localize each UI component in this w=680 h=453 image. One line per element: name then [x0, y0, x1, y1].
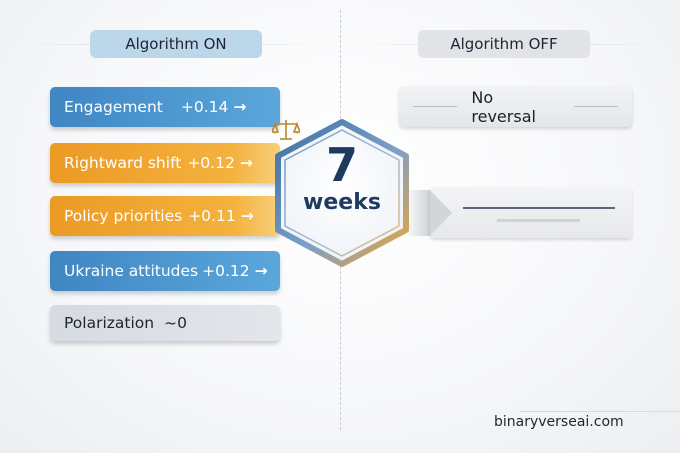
- effect-ukraine-attitudes: Ukraine attitudes +0.12 →: [50, 251, 280, 291]
- effect-label: Ukraine attitudes: [64, 262, 199, 280]
- arrow-right-icon: →: [239, 154, 253, 172]
- algorithm-off-header: Algorithm OFF: [418, 30, 590, 58]
- decorative-line: [573, 106, 618, 107]
- badge-number: 7: [325, 138, 358, 192]
- algorithm-on-header: Algorithm ON: [90, 30, 262, 58]
- effect-label: Policy priorities: [64, 207, 183, 225]
- effect-value: +0.12: [187, 154, 235, 172]
- placeholder-result-box: [430, 187, 632, 238]
- placeholder-line: [497, 219, 580, 222]
- effect-rightward-shift: Rightward shift +0.12 →: [50, 143, 280, 183]
- effect-engagement: Engagement +0.14 →: [50, 87, 280, 127]
- footer-rule: [520, 411, 680, 412]
- effect-label: Polarization: [64, 314, 155, 332]
- effect-value: ~0: [164, 314, 187, 332]
- placeholder-line: [463, 207, 615, 209]
- arrow-right-icon: →: [233, 98, 247, 116]
- effect-polarization: Polarization ~0: [50, 305, 280, 341]
- no-reversal-box: No reversal: [399, 86, 632, 127]
- effect-value: +0.11: [188, 207, 236, 225]
- effect-label: Engagement: [64, 98, 163, 116]
- scales-icon: [272, 120, 300, 140]
- arrow-right-icon: →: [254, 262, 268, 280]
- hexagon-icon: [275, 119, 409, 267]
- effect-value: +0.12: [202, 262, 250, 280]
- effect-value: +0.14: [180, 98, 229, 116]
- duration-badge: 7 weeks: [272, 118, 412, 268]
- effect-label: Rightward shift: [64, 154, 182, 172]
- website-credit: binaryverseai.com: [494, 414, 624, 430]
- arrow-head-icon: [430, 190, 452, 236]
- arrow-right-icon: →: [240, 207, 254, 225]
- decorative-line: [413, 106, 458, 107]
- badge-unit: weeks: [303, 190, 381, 215]
- effect-policy-priorities: Policy priorities +0.11 →: [50, 196, 280, 236]
- no-reversal-label: No reversal: [471, 87, 536, 126]
